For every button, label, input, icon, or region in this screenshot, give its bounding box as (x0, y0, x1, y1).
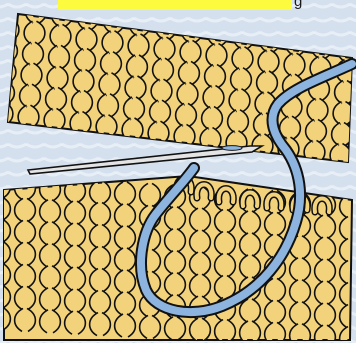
knit-stitch-leg (344, 123, 352, 146)
knit-stitch-leg (0, 0, 8, 20)
knit-stitch-leg (352, 283, 356, 306)
knit-stitch-leg (0, 81, 2, 104)
knit-stitch-leg (0, 39, 5, 62)
knit-stitch-leg (352, 261, 356, 284)
knit-stitch-leg (0, 60, 4, 83)
knit-stitch-leg (352, 327, 356, 343)
knit-stitch-leg (343, 144, 351, 167)
knit-stitch-leg (0, 102, 1, 125)
knit-stitch-leg (352, 305, 356, 328)
knit-stitch-leg (352, 239, 356, 262)
knit-stitch-leg (0, 18, 7, 41)
tapestry-needle (28, 146, 262, 174)
